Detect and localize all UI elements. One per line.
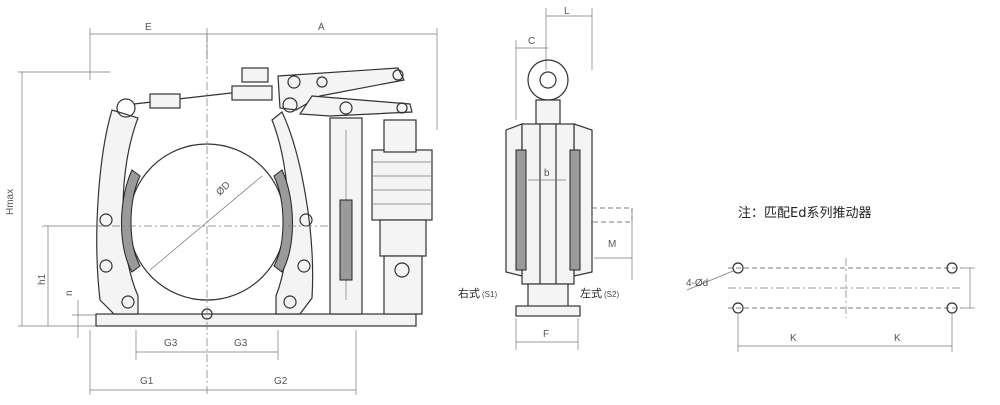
base-plate bbox=[95, 313, 417, 327]
dim-G3-right: G3 bbox=[234, 338, 248, 349]
side-drum bbox=[521, 123, 575, 285]
dim-G3-left: G3 bbox=[164, 338, 178, 349]
mounting-hole bbox=[732, 302, 744, 314]
crank-arm bbox=[298, 95, 413, 117]
thruster-motor bbox=[371, 149, 433, 221]
dim-Hmax: Hmax bbox=[5, 189, 16, 215]
mounting-hole bbox=[946, 302, 958, 314]
dim-A: A bbox=[318, 22, 325, 33]
right-brake-shoe bbox=[273, 169, 293, 273]
right-type-code: (S1) bbox=[482, 290, 497, 299]
note-text: 注：匹配Ed系列推动器 bbox=[738, 206, 871, 221]
dim-K-left: K bbox=[790, 333, 797, 344]
dim-D: ØD bbox=[214, 180, 232, 198]
right-type-label: 右式 bbox=[458, 286, 480, 300]
dim-G1: G1 bbox=[140, 376, 154, 387]
thruster-base bbox=[383, 255, 423, 315]
left-type-code: (S2) bbox=[604, 290, 619, 299]
mounting-hole bbox=[946, 262, 958, 274]
dim-K-right: K bbox=[894, 333, 901, 344]
side-base bbox=[515, 305, 581, 317]
spring-block bbox=[241, 67, 269, 83]
dim-hole: 4-Ød bbox=[686, 278, 708, 289]
dim-L: L bbox=[564, 6, 570, 17]
dim-G2: G2 bbox=[274, 376, 288, 387]
dim-h1: h1 bbox=[37, 273, 48, 285]
side-view: L C b M F 右式 (S1) 左式 (S2) bbox=[458, 6, 633, 350]
adjuster-nut bbox=[231, 85, 273, 101]
left-type-label: 左式 bbox=[580, 287, 602, 300]
dim-F: F bbox=[543, 329, 549, 340]
mounting-hole bbox=[732, 262, 744, 274]
dim-C: C bbox=[528, 36, 535, 47]
left-brake-shoe bbox=[121, 169, 141, 273]
dim-M: M bbox=[608, 239, 616, 250]
dim-E: E bbox=[145, 22, 152, 33]
mounting-plan: 4-Ød K K bbox=[686, 258, 975, 352]
dim-n: n bbox=[64, 290, 75, 296]
tension-rod bbox=[149, 93, 181, 109]
dim-b: b bbox=[544, 168, 550, 179]
front-view: E A Hmax h1 n ØD bbox=[5, 22, 438, 395]
